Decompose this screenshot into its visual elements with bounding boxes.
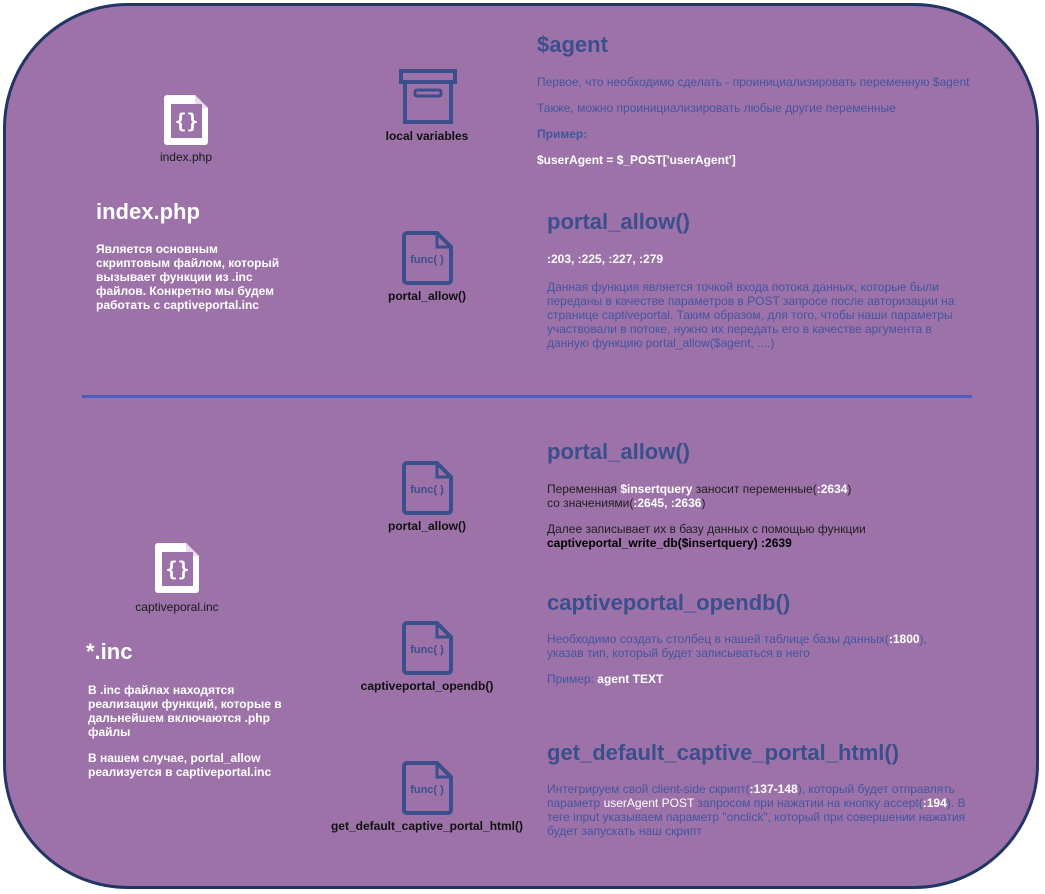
portal-allow-caption-bottom: portal_allow() [387,519,466,533]
opendb-p1-a: Необходимо создать столбец в нашей табли… [547,632,889,646]
func-file-icon: func( ) [400,460,456,516]
func-file-icon: func( ) [400,620,456,676]
pa-p1-a: Переменная [547,482,621,496]
svg-text:{}: {} [174,109,198,133]
opendb-caption: captiveportal_opendb() [360,679,494,693]
opendb-p2: Пример: agent TEXT [547,672,957,686]
pa-p2-a: Далее записывает их в базу данных с помо… [547,522,866,536]
inc-desc-2-bold: captiveportal.inc [175,765,272,779]
pa-p1-h: ) [701,496,706,510]
func-icon-label: func( ) [410,254,444,266]
agent-title: $agent [537,32,608,57]
func-icon-label: func( ) [410,784,444,796]
opendb-p1-c: ), указав тип, который будет записыватьс… [547,632,927,660]
portal-allow-bottom-p1: Переменная $insertquery заносит переменн… [547,482,977,510]
portal-allow-title-bottom: portal_allow() [547,439,691,464]
opendb-p2-b: agent TEXT [597,672,664,686]
portal-allow-caption-top: portal_allow() [387,289,466,303]
inc-desc-1: В .inc файлах находятся реализации функц… [88,683,282,739]
svg-text:{}: {} [165,557,189,581]
pa-p1-e: ) [847,482,852,496]
html-title: get_default_captive_portal_html() [547,740,900,765]
pa-p1-f: со значениями( [547,496,634,510]
agent-example-code: $userAgent = $_POST['userAgent'] [537,153,736,167]
func-file-icon: func( ) [400,230,456,286]
pa-p1-g: :2645, :2636 [633,496,702,510]
func-icon-label: func( ) [410,484,444,496]
html-p-a: Интегрируем свой client-side скрипт( [547,782,750,796]
html-func-caption: get_default_captive_portal_html() [330,819,524,833]
pa-p2-b: captiveportal_write_db($insertquery) :26… [547,536,792,550]
opendb-p2-a: Пример: [547,672,598,686]
agent-line-2: Также, можно проинициализировать любые д… [537,101,896,115]
index-desc-text: Является основным скриптовым файлом, кот… [96,242,280,312]
archive-box-icon [398,68,458,126]
pa-p1-b: $insertquery [620,482,693,496]
portal-allow-bottom-p2: Далее записывает их в базу данных с помо… [547,522,977,550]
code-file-icon: {} [159,92,213,146]
html-description: Интегрируем свой client-side скрипт(:137… [547,782,967,838]
html-p-g: ). В теге input указываем параметр "oncl… [547,796,966,838]
opendb-p1: Необходимо создать столбец в нашей табли… [547,632,957,660]
pa-p1-c: заносит переменные( [692,482,817,496]
portal-allow-description: Данная функция является точкой входа пот… [547,280,955,350]
html-p-d: userAgent POST [603,796,695,810]
pa-p1-d: :2634 [816,482,848,496]
agent-line-1: Первое, что необходимо сделать - проиниц… [537,75,970,89]
index-icon-caption: index.php [159,150,213,164]
inc-desc-2-text: В нашем случае, portal_allow реализуется… [88,751,261,779]
portal-allow-line-refs: :203, :225, :227, :279 [547,252,664,266]
html-p-c: ), который будет отправлять параметр [547,782,955,810]
agent-example-label: Пример: [537,127,588,141]
code-file-icon: {} [150,540,204,594]
index-description: Является основным скриптовым файлом, кот… [96,242,286,312]
inc-desc-2: В нашем случае, portal_allow реализуется… [88,751,283,779]
inc-icon-caption: captiveporal.inc [135,600,219,614]
html-p-e: запросом при нажатии на кнопку accept( [694,796,923,810]
diagram-panel [3,3,1039,889]
opendb-title: captiveportal_opendb() [547,590,791,615]
func-icon-label: func( ) [410,644,444,656]
html-p-f: :194 [922,796,947,810]
local-variables-caption: local variables [385,129,469,143]
index-title: index.php [96,199,200,224]
portal-allow-title-top: portal_allow() [547,209,691,234]
section-divider [82,395,972,398]
func-file-icon: func( ) [400,760,456,816]
html-p-b: :137-148 [749,782,798,796]
opendb-p1-b: :1800 [888,632,920,646]
inc-title: *.inc [86,639,133,664]
index-desc-bold: captiveportal.inc [163,298,259,312]
